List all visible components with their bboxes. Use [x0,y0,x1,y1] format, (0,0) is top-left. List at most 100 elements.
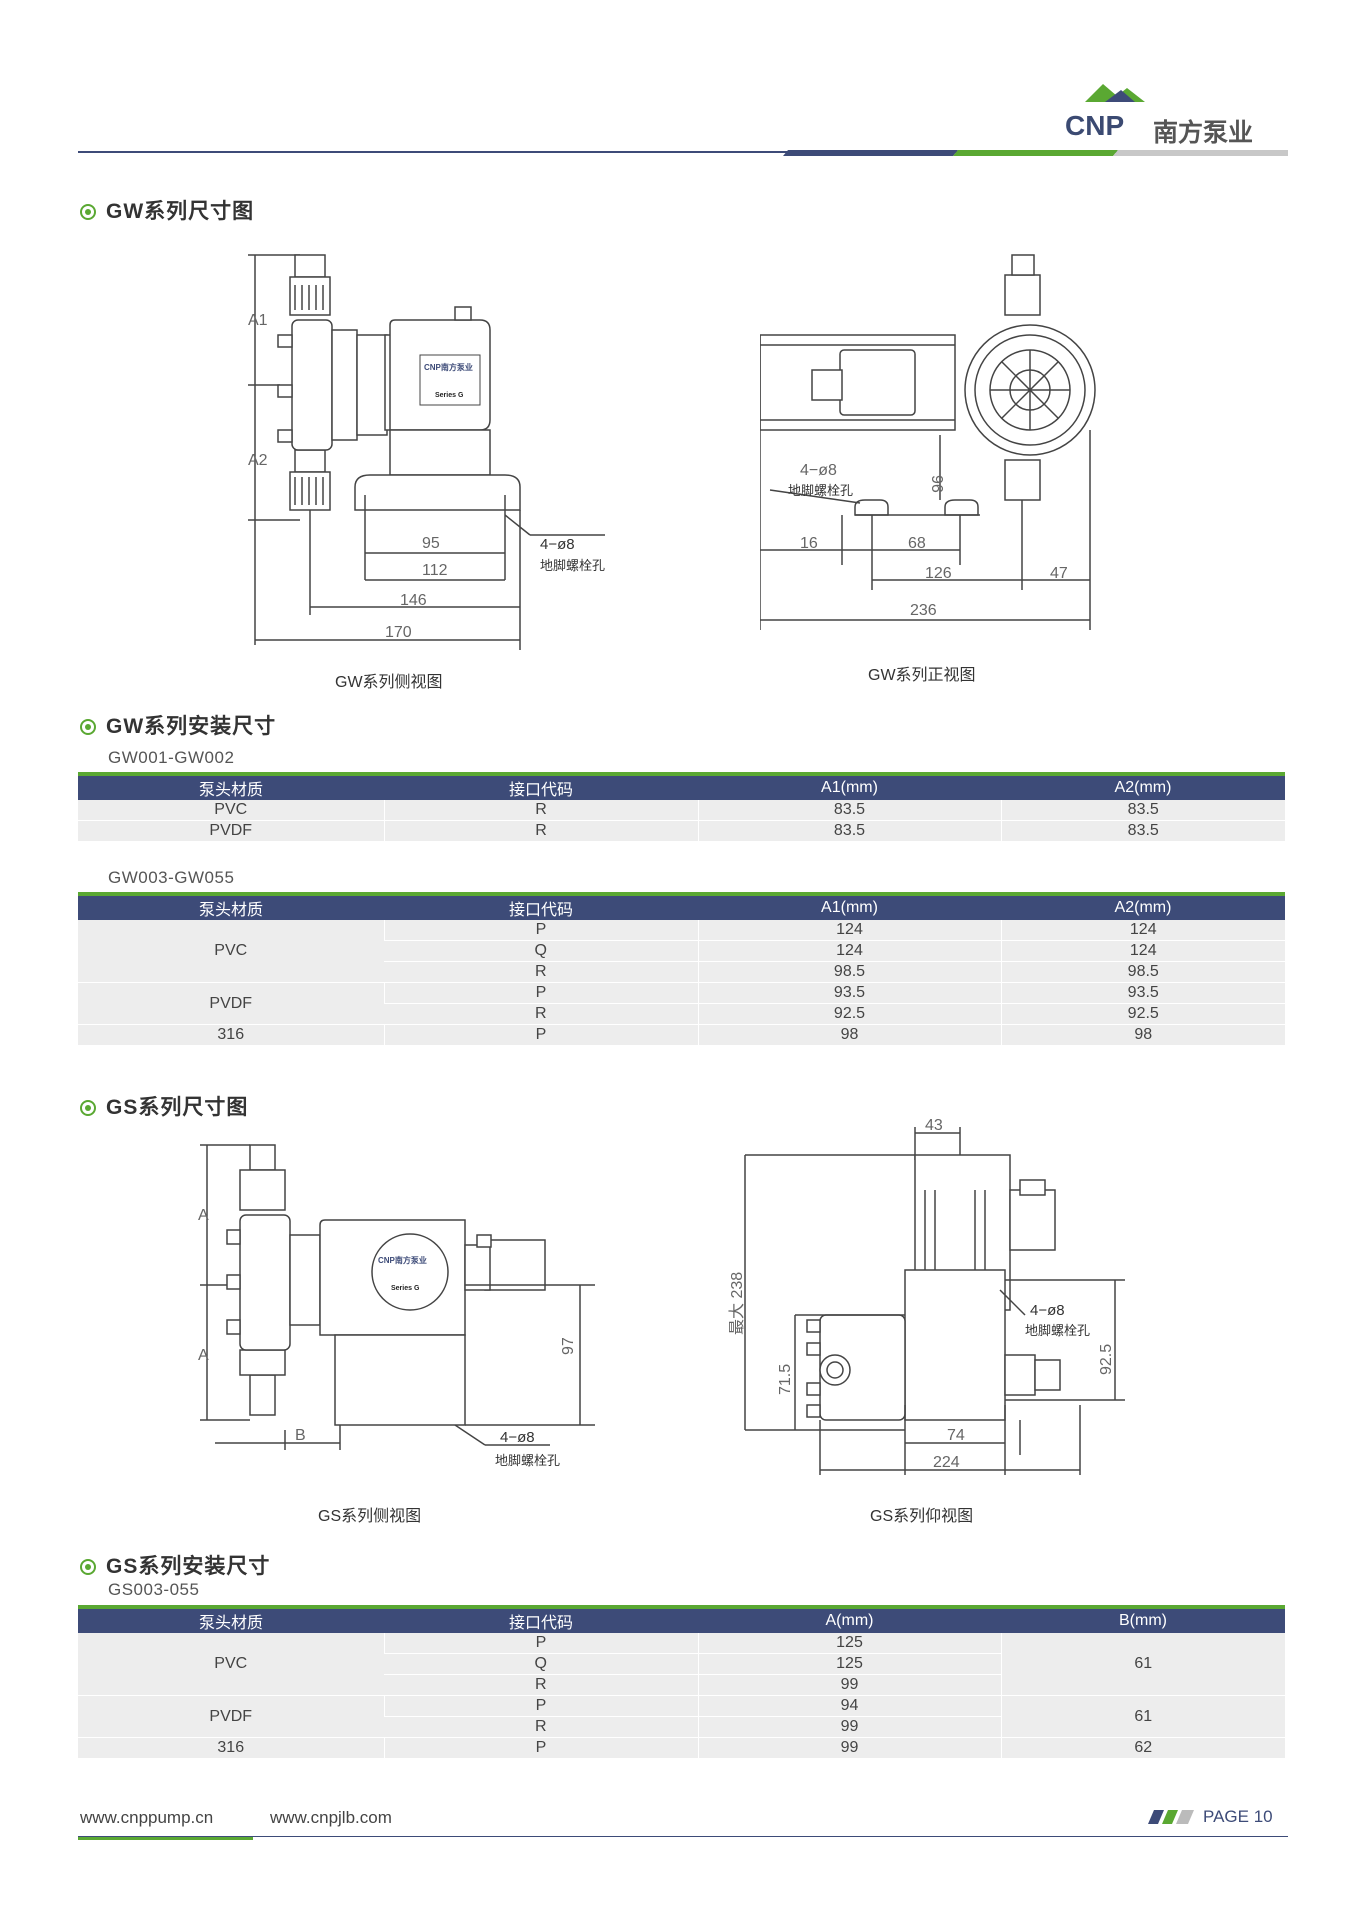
table-row: R 92.5 92.5 [78,1003,1285,1025]
col-header: 接口代码 [384,772,698,800]
caption-gw-front: GW系列正视图 [868,667,976,684]
gw-side-nameplate-series: Series G [435,392,464,399]
cell: P [383,920,698,941]
cell: P [383,1024,698,1046]
cell: 124 [697,920,1001,941]
dim-96: 96 [928,475,945,493]
dim-a-top: A [198,1207,209,1224]
gw-side-view-diagram: CNP南方泵业 Series G A1 A2 95 112 146 170 4−… [240,245,620,665]
table-row: PVDF P 93.5 93.5 [78,982,1285,1025]
page-number: PAGE 10 [1203,1807,1273,1826]
cell: 99 [697,1737,1001,1759]
dim-126: 126 [925,565,952,582]
cell: Q [384,940,698,962]
table-row: PVDF R 83.5 83.5 [78,820,1285,842]
gs-side-hole: 4−ø8 [500,1429,535,1446]
dim-a2: A2 [248,452,268,469]
cell: 92.5 [697,1003,1001,1025]
logo-latin: CNP [1065,110,1125,141]
cell: 93.5 [697,982,1001,1004]
footer-rule [78,1836,1288,1840]
gs-bottom-hole-note: 地脚螺栓孔 [1025,1323,1090,1338]
gs-side-hole-note: 地脚螺栓孔 [495,1453,560,1468]
dim-112: 112 [422,562,448,579]
col-header: A1(mm) [698,772,1001,800]
gw-front-hole-note: 地脚螺栓孔 [788,483,853,498]
dim-92-5: 92.5 [1098,1344,1115,1375]
table-row: PVC R 83.5 83.5 [78,800,1285,821]
gw-side-hole-note: 地脚螺栓孔 [540,558,605,573]
dim-16: 16 [800,535,818,552]
col-header: 泵头材质 [78,892,384,920]
cell: 125 [697,1633,1001,1654]
dim-236: 236 [910,602,937,619]
cell: R [384,1003,698,1025]
gw-side-hole: 4−ø8 [540,536,575,553]
cell: 98 [697,1024,1001,1046]
cell: P [383,982,698,1004]
cell: 83.5 [1000,800,1285,821]
cell: 92.5 [1000,1003,1285,1025]
col-header: B(mm) [1001,1605,1285,1633]
cell: P [383,1737,698,1759]
header-rule [78,150,1288,156]
section-title-gs-install: GS系列安装尺寸 [80,1550,270,1580]
col-header: A1(mm) [698,892,1001,920]
footer-link-cnppump[interactable]: www.cnppump.cn [80,1808,214,1827]
gw-side-nameplate-brand: CNP南方泵业 [424,362,473,372]
table-row: Q 124 124 [78,940,1285,962]
cell: P [383,1695,698,1717]
dim-a1: A1 [248,312,268,329]
gs-side-view-diagram: CNP南方泵业 Series G A A B 97 4−ø8 地脚螺栓孔 [195,1140,615,1480]
cell: P [383,1633,698,1654]
cell: PVDF [78,982,384,1025]
col-header: 泵头材质 [78,1605,384,1633]
table-row: 316 P 98 98 [78,1024,1285,1046]
dim-68: 68 [908,535,926,552]
col-header: 接口代码 [384,1605,698,1633]
model-gw001: GW001-GW002 [108,748,235,767]
table-gw001: 泵头材质 接口代码 A1(mm) A2(mm) PVC R 83.5 83.5 … [78,772,1285,842]
table-gw003: 泵头材质 接口代码 A1(mm) A2(mm) PVC P 124 124 Q … [78,892,1285,1046]
cell: PVC [78,800,384,821]
cell: 83.5 [697,820,1001,842]
cell: 62 [1000,1737,1285,1759]
model-gw003: GW003-GW055 [108,868,235,887]
section-title-gw-install: GW系列安装尺寸 [80,710,276,740]
cell: R [383,800,698,821]
cell: PVC [78,920,384,983]
caption-gs-bottom: GS系列仰视图 [870,1508,974,1525]
page-stripes-icon [1148,1810,1194,1824]
col-header: A2(mm) [1001,772,1285,800]
cell: 99 [697,1716,1001,1738]
dim-74: 74 [947,1427,965,1444]
cell: 83.5 [697,800,1001,821]
dim-224: 224 [933,1454,960,1471]
footer-link-cnpjlb[interactable]: www.cnpjlb.com [270,1808,392,1827]
cell: 99 [697,1674,1001,1696]
col-header: A2(mm) [1001,892,1285,920]
brand-logo: CNP 南方泵业 [1065,80,1285,147]
caption-gs-side: GS系列侧视图 [318,1508,422,1525]
bullet-icon [80,204,96,220]
dim-170: 170 [385,624,412,641]
cell: 93.5 [1000,982,1285,1004]
col-header: A(mm) [698,1605,1001,1633]
bullet-icon [80,1559,96,1575]
dim-71-5: 71.5 [777,1364,794,1395]
cell: 98.5 [697,961,1001,983]
logo-cn: 南方泵业 [1153,119,1254,147]
gw-front-view-diagram: 4−ø8 96 16 68 126 47 236 地脚螺栓孔 [759,245,1100,635]
cell: 124 [1000,940,1285,962]
cell: 98.5 [1000,961,1285,983]
cell: 61 [1000,1633,1285,1696]
col-header: 泵头材质 [78,772,384,800]
dim-97: 97 [560,1337,577,1355]
cell: 316 [78,1024,384,1046]
cell: 94 [697,1695,1001,1717]
table-row: R 99 [78,1674,1285,1696]
bullet-icon [80,719,96,735]
col-header: 接口代码 [384,892,698,920]
dim-b: B [295,1427,306,1444]
gs-side-nameplate-series: Series G [391,1285,420,1292]
